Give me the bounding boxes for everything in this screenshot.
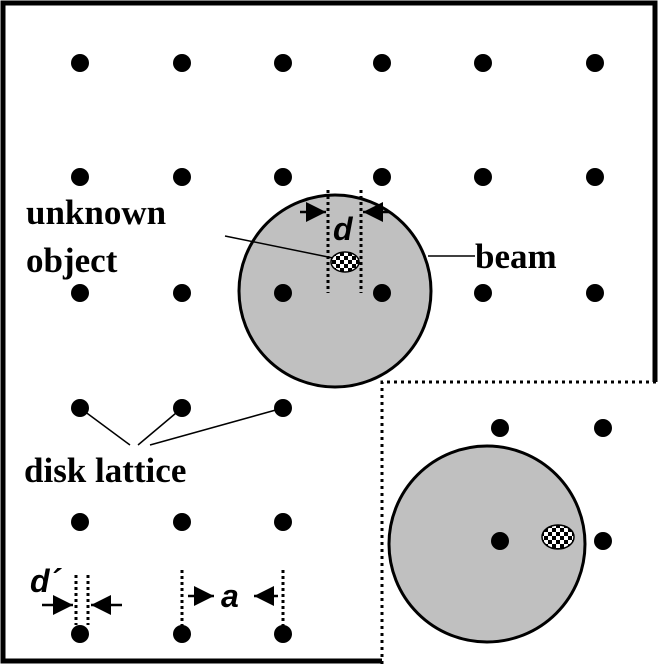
d-prime-label: d´	[30, 563, 63, 599]
inset-unknown-object	[541, 524, 575, 550]
unknown-object	[330, 251, 360, 273]
disk-lattice-leaders	[79, 407, 284, 446]
beam-label: beam	[475, 237, 557, 276]
disk-lattice-dots	[71, 54, 604, 643]
a-label: a	[221, 578, 239, 614]
inset-panel	[380, 380, 659, 664]
inset-lattice-dots	[491, 419, 612, 550]
unknown-object-label-line1: unknown	[26, 193, 166, 232]
unknown-object-leader	[224, 235, 334, 259]
d-label: d	[333, 211, 354, 247]
unknown-object-label-line2: object	[26, 241, 118, 280]
beam-circle	[237, 193, 433, 389]
disk-lattice-label: disk lattice	[24, 451, 186, 490]
inset-beam-circle	[387, 444, 587, 644]
